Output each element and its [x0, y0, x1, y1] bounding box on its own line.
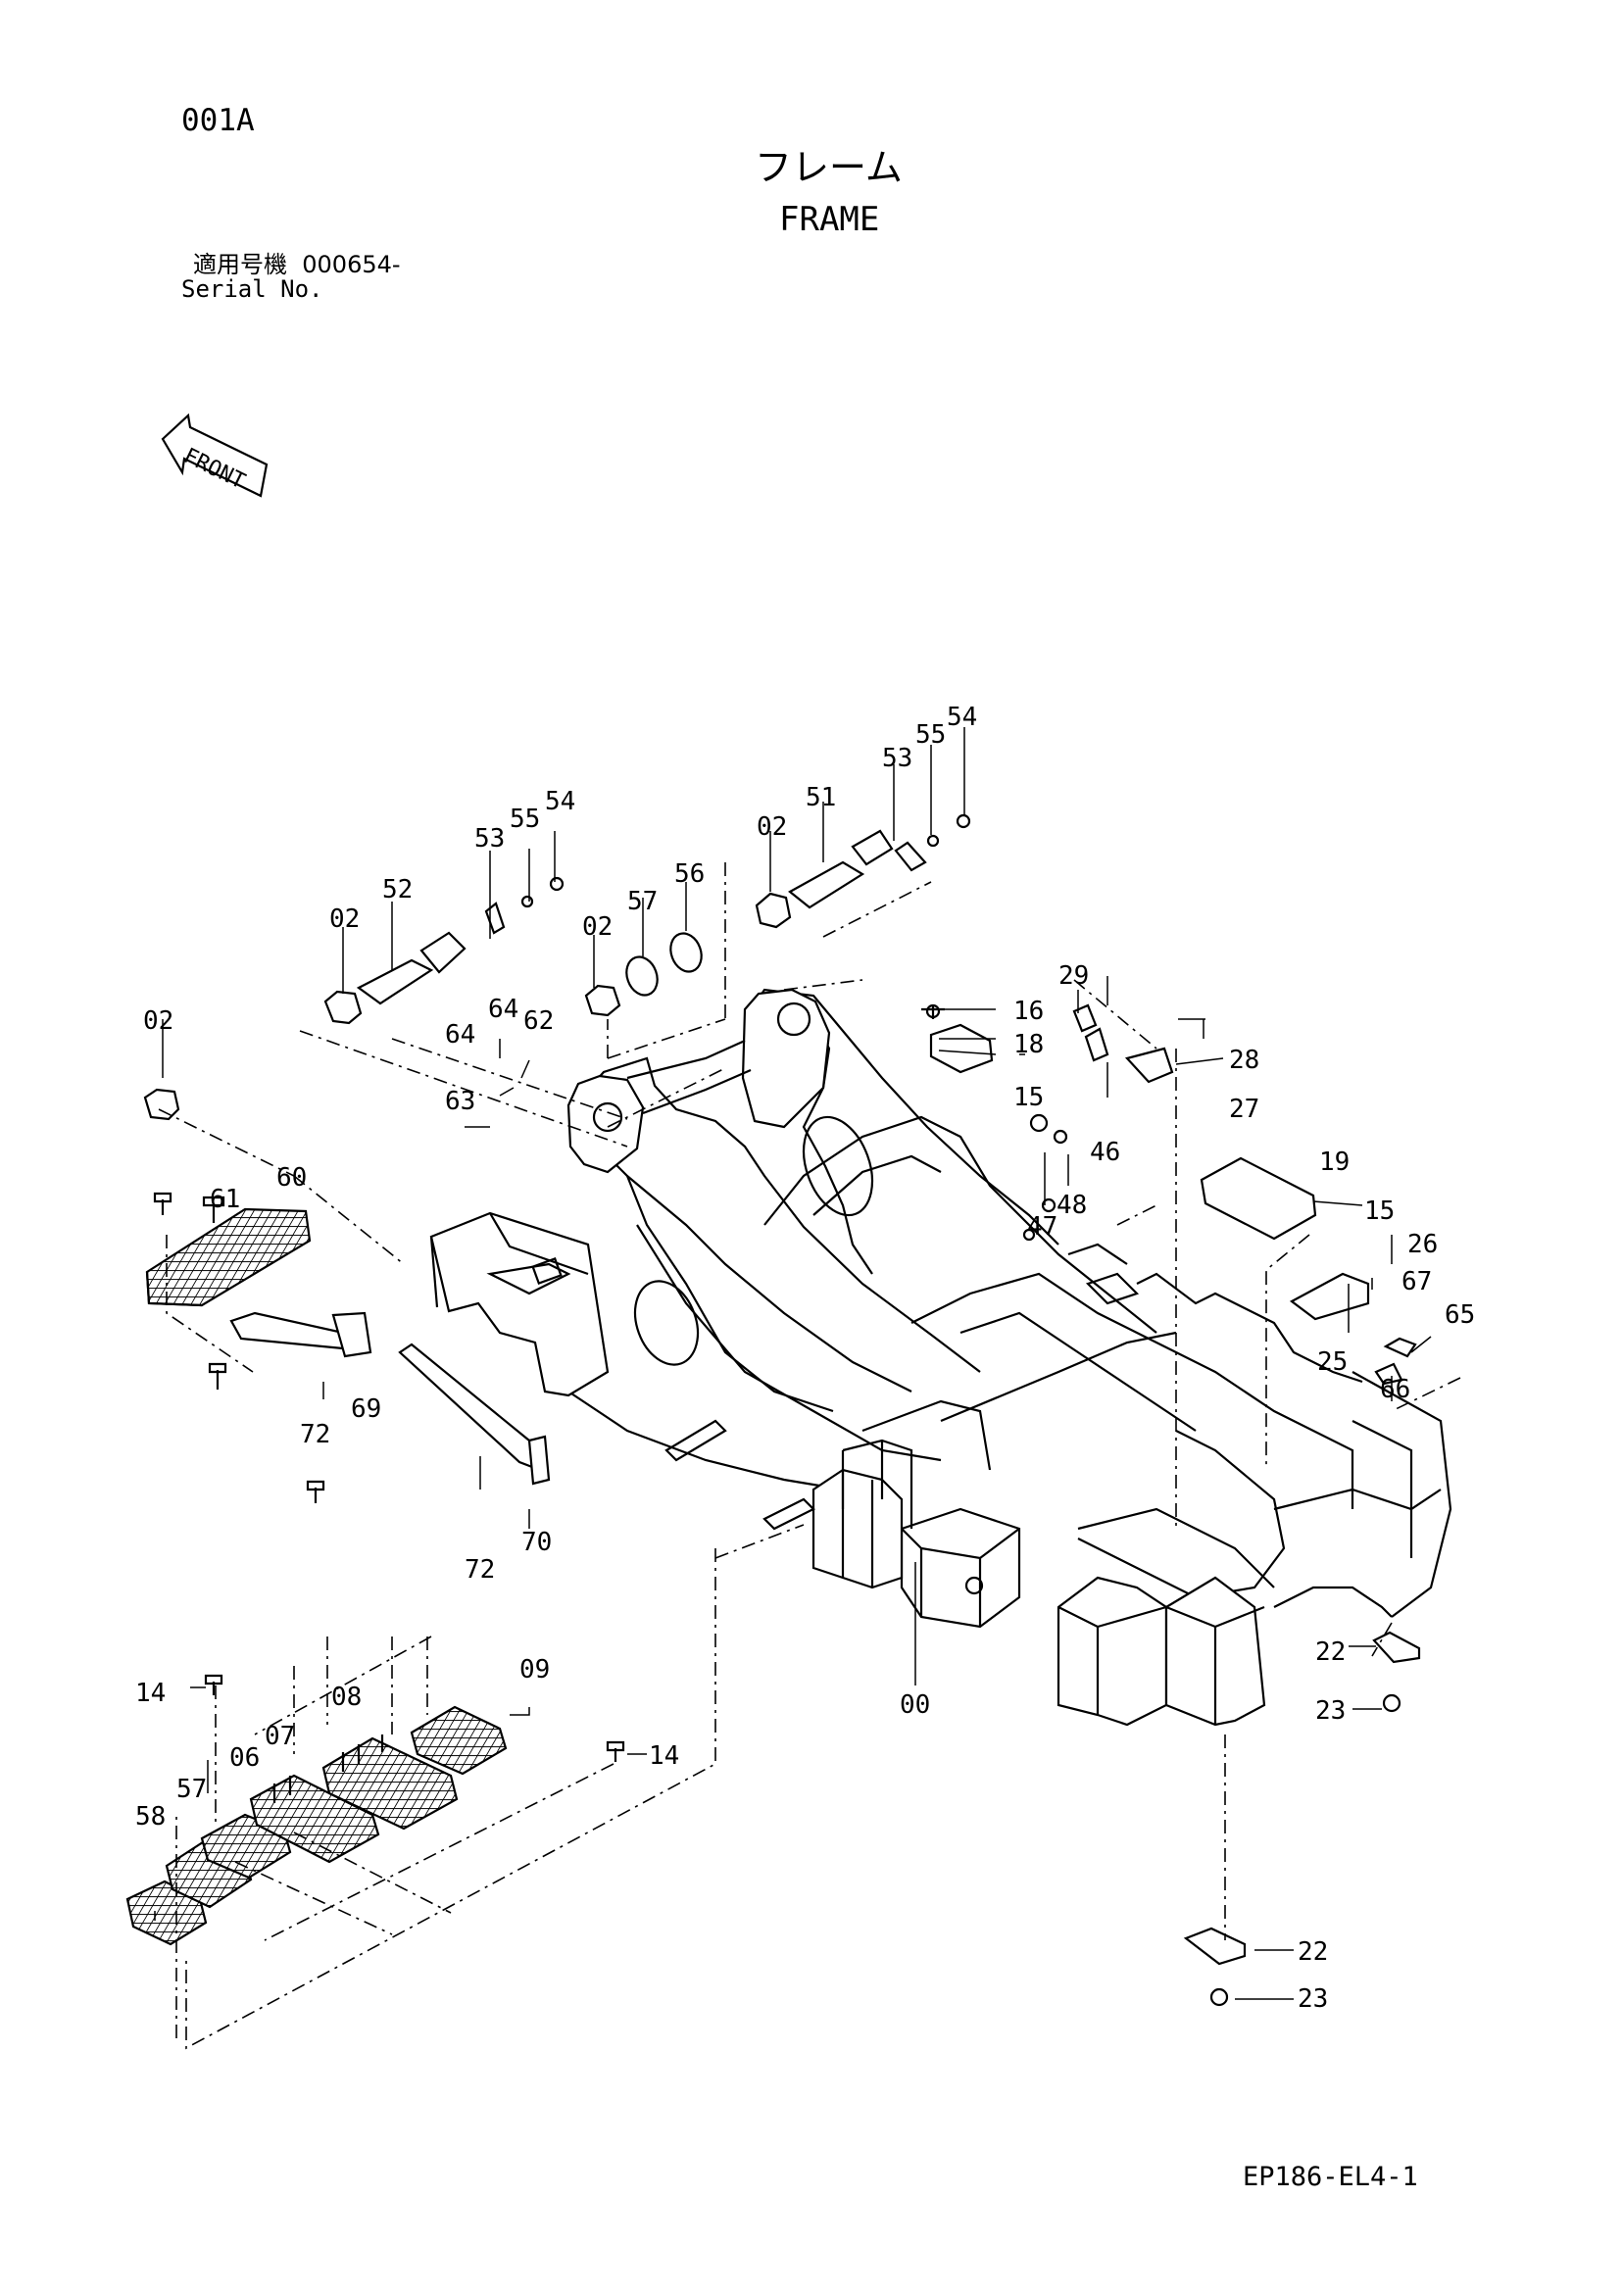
callout-57: 57: [176, 1775, 207, 1804]
callout-14-a: 14: [135, 1679, 166, 1708]
callout-65: 65: [1445, 1300, 1475, 1330]
callout-53-a: 54: [545, 787, 575, 816]
left-side-bracket: [229, 1211, 610, 1486]
title-english: FRAME: [779, 200, 880, 239]
callout-47: 47: [1027, 1212, 1057, 1242]
callout-56: 57: [627, 887, 658, 916]
callout-61: 61: [210, 1185, 240, 1214]
callout-23-b: 23: [1298, 1984, 1328, 2014]
callout-20: 18: [1013, 1030, 1044, 1059]
callout-64-a: 64: [445, 1020, 475, 1050]
leader-lines: [154, 727, 1432, 2000]
callout-22-a: 22: [1315, 1637, 1346, 1667]
callout-02-b: 02: [329, 904, 360, 934]
callout-27: 27: [1229, 1095, 1259, 1124]
callout-16: 19: [1319, 1148, 1350, 1177]
assembly-centerlines: [158, 862, 1461, 2050]
boom-foot-bosses: [566, 988, 831, 1174]
callout-48: 48: [1057, 1191, 1087, 1220]
main-frame-drawing: [567, 988, 1452, 1727]
callout-52-b: 53: [882, 744, 912, 773]
callout-70: 70: [521, 1528, 552, 1557]
callout-14-b: 14: [649, 1741, 679, 1771]
callout-07: 07: [265, 1722, 295, 1751]
callout-54-b: 55: [915, 720, 946, 750]
step-grating-60: [145, 1207, 312, 1307]
callout-54-a: 55: [510, 805, 540, 834]
callout-02-a: 02: [143, 1006, 173, 1036]
serial-value: 000654-: [302, 251, 401, 278]
callout-72-a: 72: [300, 1420, 330, 1449]
title-japanese: フレーム: [755, 146, 903, 189]
callout-50: 51: [806, 783, 836, 812]
bolts: [153, 1192, 625, 1762]
page-code: 001A: [181, 103, 255, 138]
step-gratings: [125, 1705, 508, 1946]
callout-25: 25: [1317, 1347, 1348, 1377]
serial-label-english: Serial No.: [181, 275, 323, 303]
callout-26: 26: [1407, 1230, 1438, 1259]
callout-55: 56: [674, 859, 705, 889]
callout-58: 58: [135, 1802, 166, 1832]
callout-67: 67: [1401, 1267, 1432, 1296]
callout-60: 60: [276, 1163, 307, 1193]
callout-46: 46: [1090, 1138, 1120, 1167]
pins-and-bushings: [143, 813, 971, 1121]
callout-22-b: 22: [1298, 1937, 1328, 1967]
callout-64-b: 64: [488, 995, 518, 1024]
serial-label-jp: 適用号機: [193, 251, 287, 278]
callout-72-b: 72: [465, 1555, 495, 1585]
callout-52-a: 53: [474, 824, 505, 854]
callout-02-c: 02: [582, 912, 613, 942]
callout-18: 15: [1013, 1083, 1044, 1112]
callout-02-d: 02: [757, 812, 787, 842]
callout-66: 66: [1380, 1375, 1410, 1404]
callout-15: 15: [1364, 1197, 1395, 1226]
callout-19: 16: [1013, 997, 1044, 1026]
callout-09: 09: [519, 1655, 550, 1685]
front-direction-arrow-icon: FRONT: [161, 413, 269, 498]
part-callouts: 02 02 52 53 55 54 02 57 56 02 51 53 55 5…: [135, 703, 1475, 2014]
drawing-code: EP186-EL4-1: [1243, 2162, 1418, 2192]
callout-08: 08: [331, 1683, 362, 1712]
callout-62: 62: [523, 1006, 554, 1036]
callout-53-b: 54: [947, 703, 977, 732]
callout-00: 00: [900, 1690, 930, 1720]
callout-23-a: 23: [1315, 1696, 1346, 1726]
callout-29: 29: [1058, 961, 1089, 991]
callout-28: 28: [1229, 1046, 1259, 1075]
callout-69: 69: [351, 1394, 381, 1424]
callout-63: 63: [445, 1087, 475, 1116]
callout-06: 06: [229, 1743, 260, 1773]
callout-51: 52: [382, 875, 413, 904]
serial-label-japanese: 適用号機 000654-: [193, 253, 401, 276]
